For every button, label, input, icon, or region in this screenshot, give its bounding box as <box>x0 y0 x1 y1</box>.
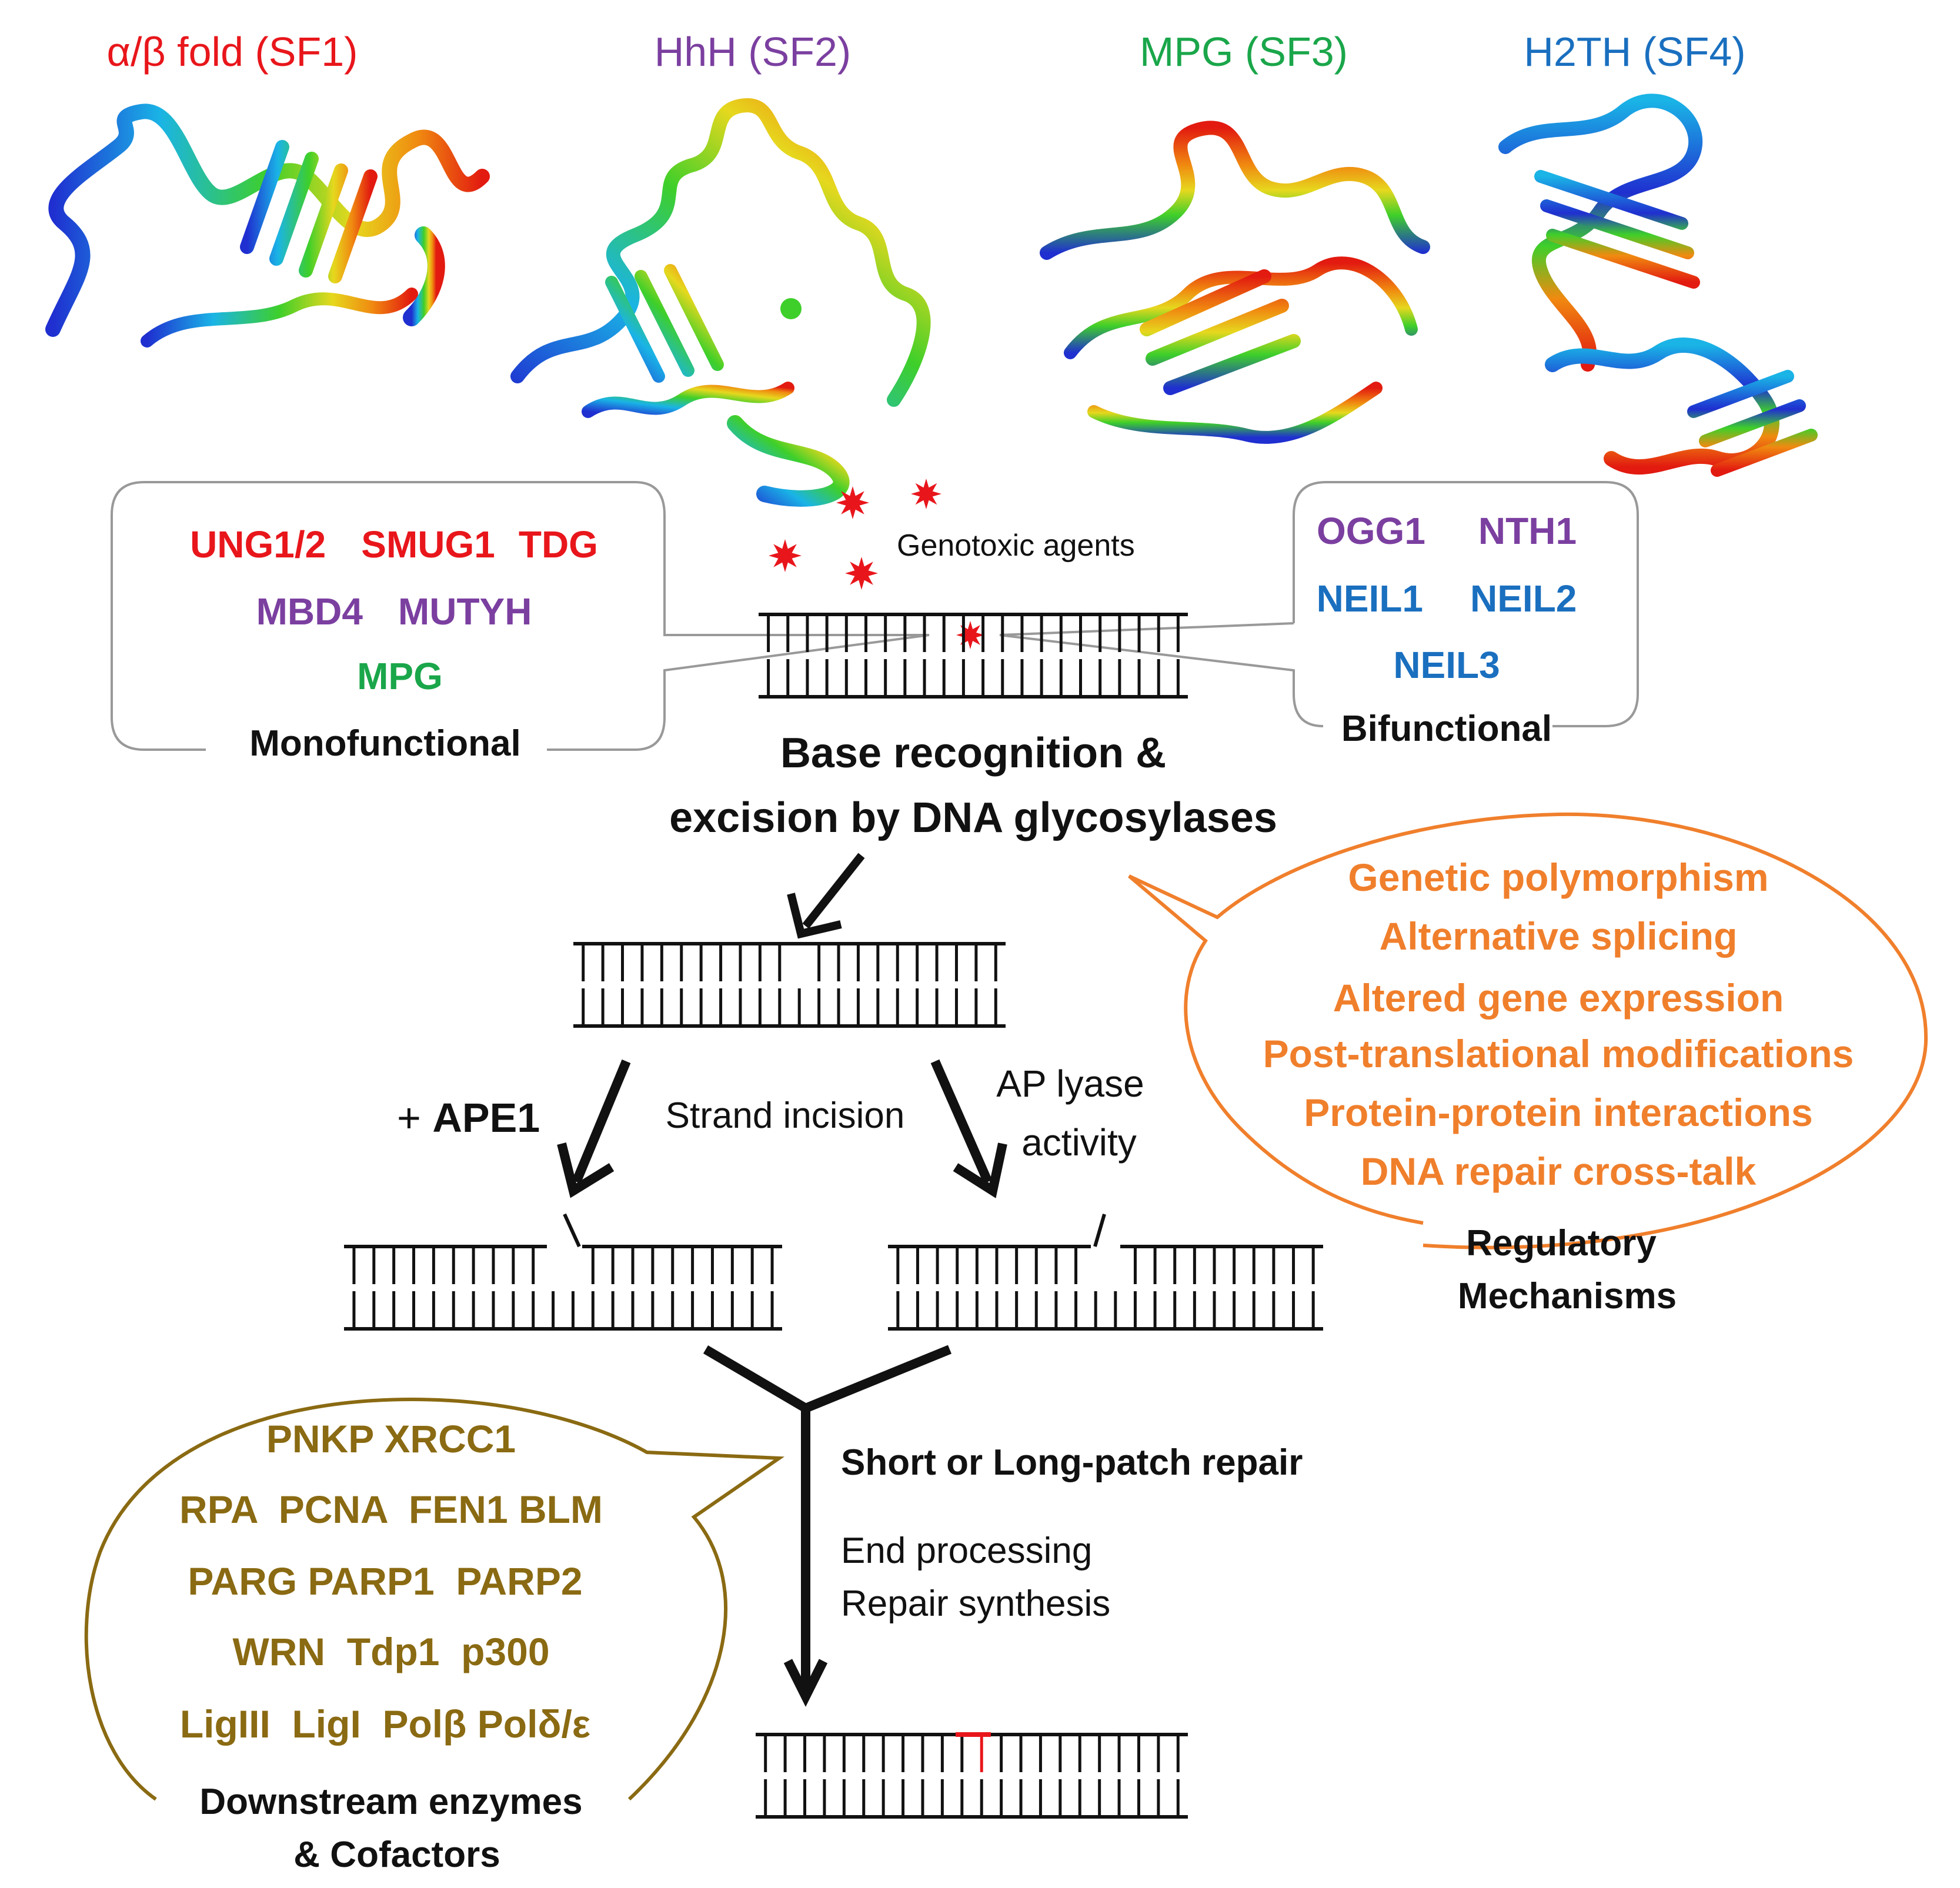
monofunctional-callout-frame <box>111 481 930 751</box>
dna-ap-site <box>573 942 1006 1028</box>
sf1-label: α/β fold (SF1) <box>107 29 358 75</box>
arrow-to-ap-site-head <box>787 893 842 939</box>
dna-layer <box>344 613 1323 1819</box>
regulatory-item: Alternative splicing <box>1380 914 1738 958</box>
protein-structure-sf2-icon <box>510 98 931 507</box>
regulatory-items: Genetic polymorphism Alternative splicin… <box>1263 856 1854 1193</box>
sf4-label: H2TH (SF4) <box>1524 29 1745 75</box>
enzyme-neil3: NEIL3 <box>1393 644 1500 686</box>
arrow-ap-lyase-head <box>953 1142 1007 1198</box>
enzyme-nth1: NTH1 <box>1478 510 1577 552</box>
ape1-prefix: + <box>397 1095 432 1141</box>
ape1-label: + APE1 <box>397 1095 540 1141</box>
dna-lyase-nick <box>888 1214 1323 1331</box>
dna-damaged <box>759 613 1188 699</box>
damage-star-icon <box>845 557 878 590</box>
enzyme-ogg1: OGG1 <box>1317 510 1425 552</box>
regulatory-item: DNA repair cross-talk <box>1361 1149 1757 1193</box>
enzyme-neil2: NEIL2 <box>1470 577 1577 620</box>
ape1-name: APE1 <box>432 1095 540 1141</box>
downstream-bubble <box>84 1397 785 1801</box>
downstream-row: RPA PCNA FEN1 BLM <box>179 1488 603 1531</box>
monofunctional-row-1: UNG1/2 SMUG1 TDG <box>190 523 598 566</box>
downstream-row: PARG PARP1 PARP2 <box>188 1559 582 1603</box>
dna-repaired <box>756 1732 1188 1819</box>
damage-star-icon <box>911 479 941 509</box>
sf2-label: HhH (SF2) <box>655 29 851 75</box>
damage-star-icon <box>769 539 802 572</box>
enzyme-ung: UNG1/2 <box>190 523 326 566</box>
bifunctional-callout-frame <box>999 481 1639 727</box>
regulatory-bubble <box>1128 812 1928 1249</box>
merge-branch <box>703 1345 952 1693</box>
ap-lyase-label-2: activity <box>1021 1121 1137 1164</box>
step1-line2: excision by DNA glycosylases <box>669 794 1277 841</box>
arrow-ape1-head <box>557 1142 615 1198</box>
pathway-arrows <box>557 853 1007 1707</box>
sf3-label: MPG (SF3) <box>1140 29 1348 75</box>
regulatory-title-2: Mechanisms <box>1458 1276 1677 1316</box>
monofunctional-row-2: MBD4 MUTYH <box>256 590 532 633</box>
protein-structure-sf3-icon <box>1040 121 1430 444</box>
repair-synthesis: Repair synthesis <box>841 1583 1110 1624</box>
bifunctional-row-1: OGG1 NTH1 <box>1317 510 1577 552</box>
step1-line1: Base recognition & <box>780 730 1166 777</box>
dna-ape1-nick <box>344 1213 782 1331</box>
regulatory-title-1: Regulatory <box>1466 1223 1657 1264</box>
downstream-items: PNKP XRCC1 RPA PCNA FEN1 BLM PARG PARP1 … <box>179 1417 603 1746</box>
protein-structure-sf4-icon <box>1498 93 1818 477</box>
ap-lyase-label-1: AP lyase <box>996 1062 1144 1105</box>
enzyme-mbd4: MBD4 <box>256 590 363 633</box>
damage-star-icon <box>836 486 869 519</box>
downstream-row: LigIII LigI Polβ Polδ/ε <box>180 1702 590 1746</box>
enzyme-smug1: SMUG1 <box>361 523 495 566</box>
enzyme-neil1: NEIL1 <box>1317 577 1423 620</box>
regulatory-item: Protein-protein interactions <box>1304 1091 1812 1134</box>
regulatory-item: Altered gene expression <box>1333 976 1784 1020</box>
bifunctional-title: Bifunctional <box>1341 709 1552 749</box>
regulatory-item: Genetic polymorphism <box>1348 856 1768 899</box>
downstream-title-2: & Cofactors <box>293 1834 500 1875</box>
damage-star-icon <box>956 621 984 649</box>
repair-end-processing: End processing <box>841 1531 1092 1571</box>
arrow-ape1 <box>572 1059 631 1184</box>
repair-title: Short or Long-patch repair <box>841 1442 1303 1483</box>
genotoxic-agents-label: Genotoxic agents <box>897 529 1135 563</box>
monofunctional-title: Monofunctional <box>249 723 520 764</box>
bifunctional-row-2: NEIL1 NEIL2 <box>1317 577 1577 620</box>
downstream-title-1: Downstream enzymes <box>199 1782 582 1822</box>
protein-structure-sf1-icon <box>45 103 490 347</box>
arrow-ap-lyase <box>930 1059 993 1184</box>
downstream-row: PNKP XRCC1 <box>266 1417 516 1461</box>
enzyme-mutyh: MUTYH <box>398 590 532 633</box>
downstream-row: WRN Tdp1 p300 <box>232 1630 549 1673</box>
arrow-repair-head <box>783 1659 828 1707</box>
regulatory-item: Post-translational modifications <box>1263 1032 1854 1075</box>
enzyme-tdg: TDG <box>519 523 598 566</box>
arrow-to-ap-site <box>802 853 865 929</box>
strand-incision-label: Strand incision <box>666 1095 905 1136</box>
enzyme-mpg: MPG <box>357 655 443 697</box>
